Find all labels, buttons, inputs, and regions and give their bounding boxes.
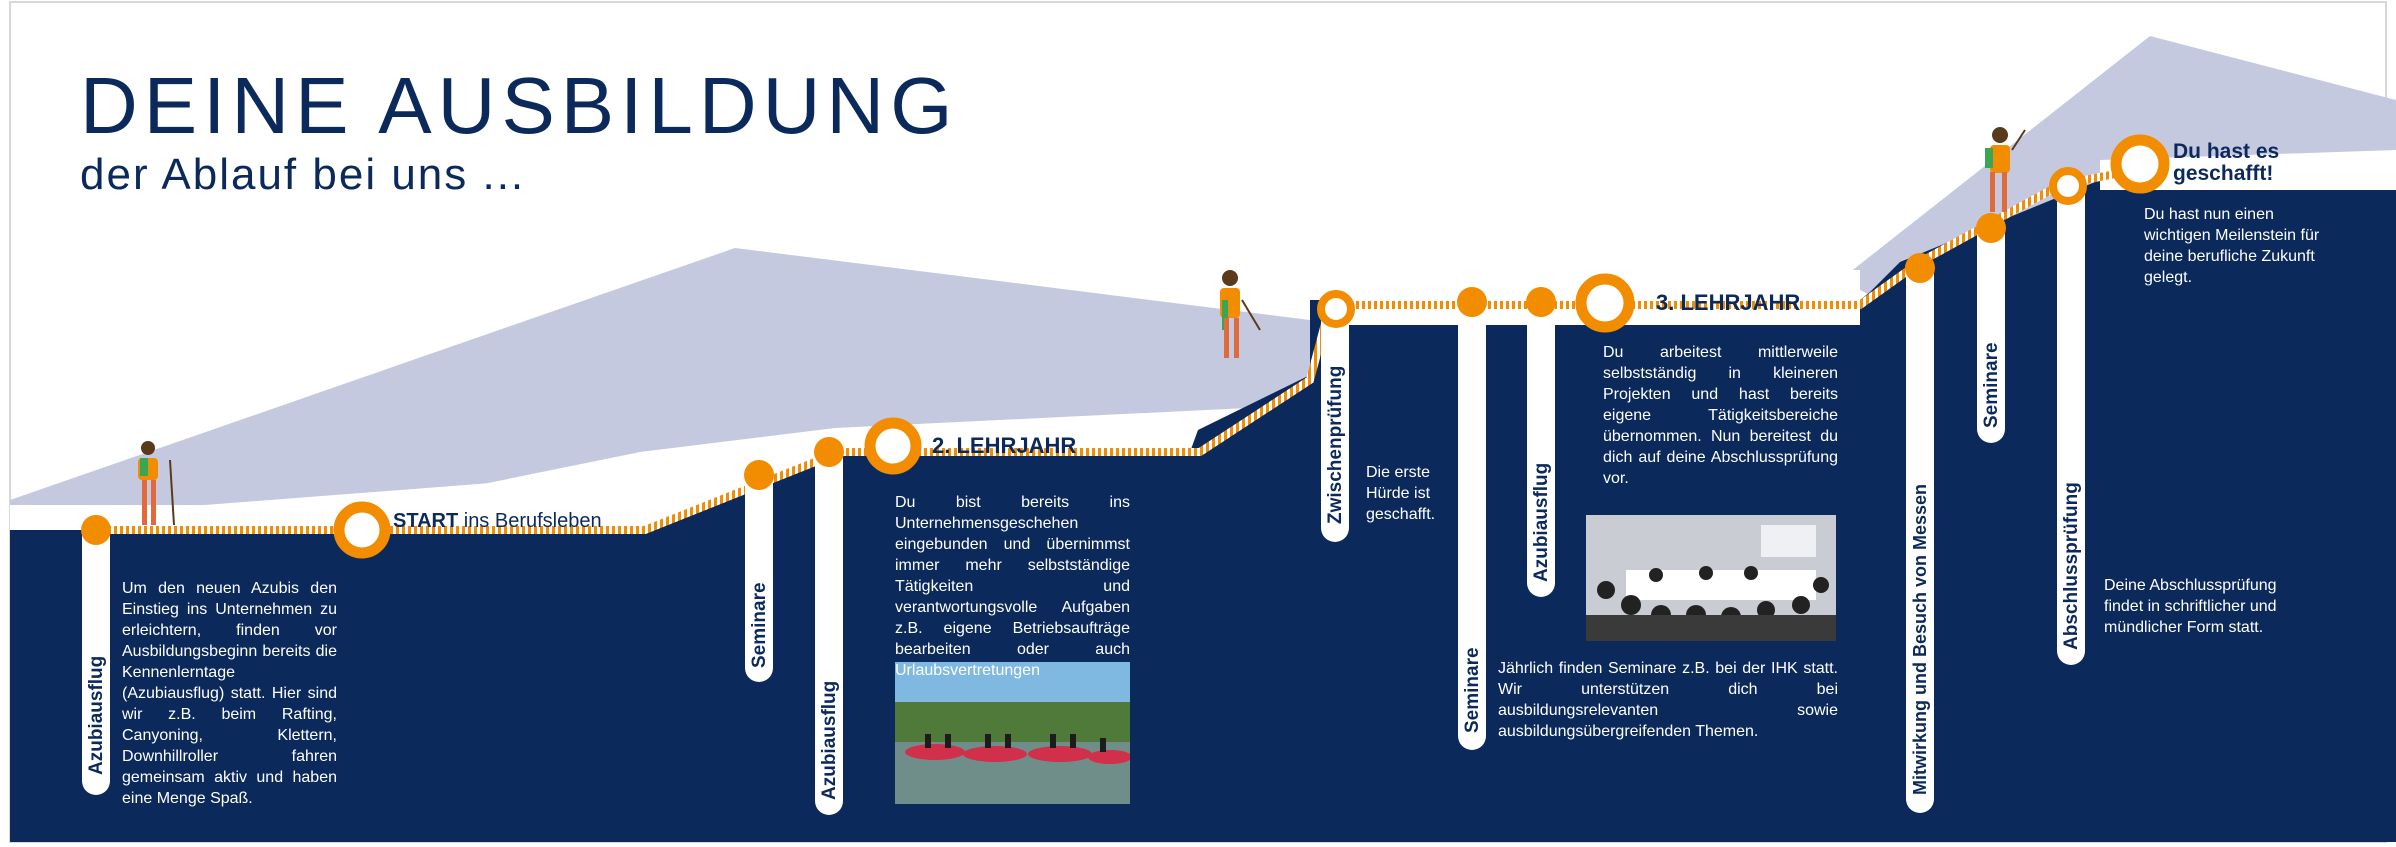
label-abschlusspruefung: Abschlussprüfung (2061, 482, 2082, 650)
page-title: DEINE AUSBILDUNG (80, 61, 959, 150)
finish-line2: geschafft! (2173, 162, 2274, 185)
year2-heading: 2. LEHRJAHR (932, 433, 1077, 458)
seminar-photo (1586, 515, 1836, 641)
year3-heading: 3. LEHRJAHR (1656, 290, 1801, 315)
label-azubiausflug-2: Azubiausflug (819, 680, 840, 800)
start-heading: START ins Berufsleben (1. Lehrjahr) (393, 510, 602, 554)
abschluss-description: Deine Abschlussprüfung findet in schrift… (2104, 577, 2277, 636)
page-subtitle: der Ablauf bei uns ... (80, 150, 526, 199)
navy-ground (10, 160, 2396, 842)
label-azubiausflug-3: Azubiausflug (1531, 462, 1552, 582)
hiker-left (138, 441, 175, 526)
hiker-right (1985, 127, 2026, 212)
year2-description: Du bist bereits ins Unternehmensgeschehe… (895, 494, 1130, 679)
start-sub: (1. Lehrjahr) (393, 532, 502, 554)
label-azubiausflug-1: Azubiausflug (86, 655, 107, 775)
start-rest: ins Berufsleben (458, 510, 602, 532)
label-mitwirkung: Mitwirkung und Besuch von Messen (1910, 483, 1930, 795)
year3-description: Du arbeitest mittlerweile selbstständig … (1603, 344, 1838, 487)
label-seminare-3: Seminare (1981, 342, 2002, 428)
mountain-left (10, 248, 1310, 520)
azubiausflug-description: Um den neuen Azubis den Einstieg ins Unt… (122, 580, 337, 807)
hiker-middle (1220, 270, 1261, 358)
finish-line1: Du hast es (2173, 140, 2280, 163)
start-bold: START (393, 510, 459, 532)
label-seminare-1: Seminare (749, 582, 770, 668)
label-seminare-2: Seminare (1462, 647, 1483, 733)
label-zwischenpruefung: Zwischenprüfung (1325, 365, 1346, 524)
seminare-description: Jährlich finden Seminare z.B. bei der IH… (1498, 660, 1838, 740)
finish-heading: Du hast es geschafft! (2173, 141, 2279, 185)
route-line (90, 161, 2161, 534)
zwischen-description: Die erste Hürde ist geschafft. (1366, 464, 1436, 523)
rafting-photo (895, 662, 1130, 804)
finish-description: Du hast nun einen wichtigen Meilenstein … (2144, 206, 2320, 286)
